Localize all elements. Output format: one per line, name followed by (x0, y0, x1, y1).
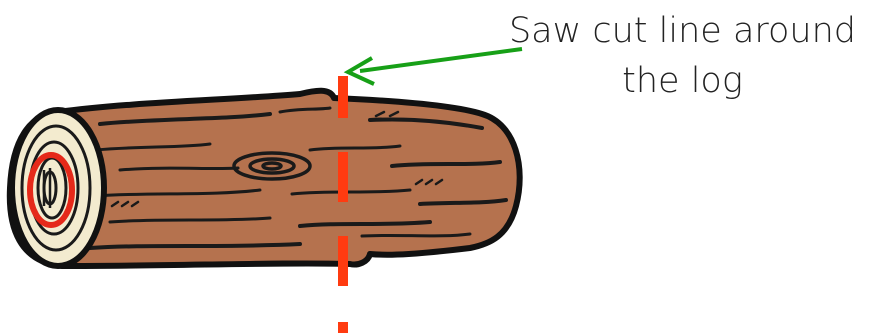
annotation-line-2: the log (500, 56, 865, 106)
annotation-arrow (348, 49, 522, 84)
cut-line-annotation: Saw cut line around the log (500, 6, 865, 106)
log-end-face (12, 110, 104, 266)
annotation-line-1: Saw cut line around (500, 6, 865, 56)
